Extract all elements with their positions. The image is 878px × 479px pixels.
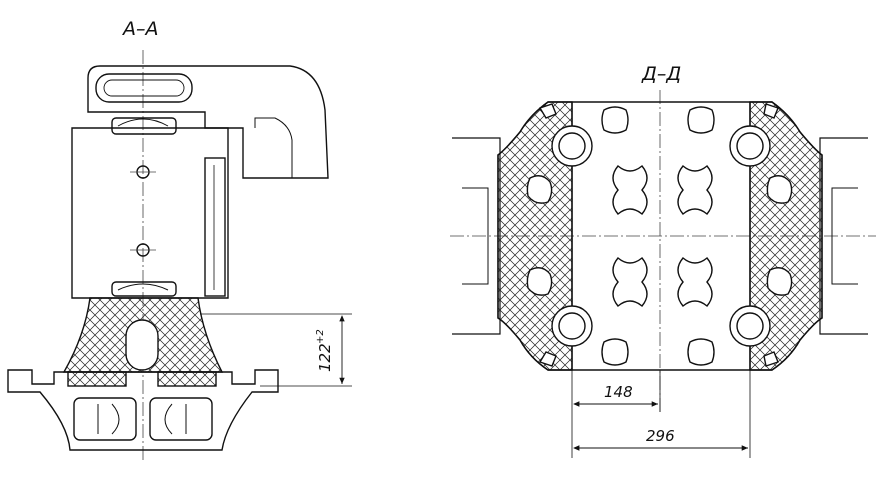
base-window-left <box>73 397 137 441</box>
clover-opening-2 <box>677 165 713 215</box>
side-rib <box>204 157 226 297</box>
clover-opening-1 <box>612 165 648 215</box>
right-frame-inner <box>831 187 858 285</box>
dim-148-value: 148 <box>604 383 633 401</box>
top-lug-curve <box>117 118 169 127</box>
corner-notch-bl <box>538 351 557 367</box>
hatch-band-right <box>749 101 823 371</box>
top-pipe-outline <box>87 65 329 179</box>
small-opening-right-1 <box>766 175 793 204</box>
small-opening-left-1 <box>526 175 553 204</box>
hatch-band-left <box>497 101 573 371</box>
bolt-hole-bottom-left <box>551 305 593 347</box>
base-window-right <box>149 397 213 441</box>
bottom-lug <box>111 281 177 297</box>
left-frame-inner <box>462 187 489 285</box>
small-opening-top-2 <box>687 106 715 134</box>
small-opening-top-1 <box>601 106 629 134</box>
clover-opening-3 <box>612 257 648 307</box>
small-opening-left-2 <box>526 267 553 296</box>
dim-122-tolerance: +2 <box>315 329 326 344</box>
small-opening-bottom-1 <box>601 338 629 366</box>
base-block-right <box>157 371 217 387</box>
small-opening-bottom-2 <box>687 338 715 366</box>
corner-notch-br <box>763 351 779 367</box>
bolt-hole-top-left <box>551 125 593 167</box>
section-dd: Д–Д <box>450 63 876 458</box>
base-block-left <box>67 371 127 387</box>
section-aa: А–А 122 <box>7 18 352 462</box>
base-window-left-inner <box>97 403 120 435</box>
bottom-lug-curve <box>117 283 169 291</box>
bolt-hole-top-right <box>729 125 771 167</box>
base-outline <box>7 369 279 451</box>
top-lug <box>111 117 177 135</box>
corner-notch-tl <box>538 103 557 119</box>
pipe-inner-wall <box>254 117 293 178</box>
small-opening-right-2 <box>766 267 793 296</box>
clover-opening-4 <box>677 257 713 307</box>
bolt-hole-bottom-right <box>729 305 771 347</box>
top-slot-inner <box>103 79 185 97</box>
dim-122-value: 122 <box>316 343 334 372</box>
base-window-right-inner <box>164 403 187 435</box>
section-dd-title: Д–Д <box>641 63 681 85</box>
section-aa-title: А–А <box>121 18 159 40</box>
top-slot <box>95 73 193 103</box>
insert-slot <box>125 319 159 371</box>
corner-notch-tr <box>763 103 779 119</box>
dim-296-value: 296 <box>646 427 675 445</box>
